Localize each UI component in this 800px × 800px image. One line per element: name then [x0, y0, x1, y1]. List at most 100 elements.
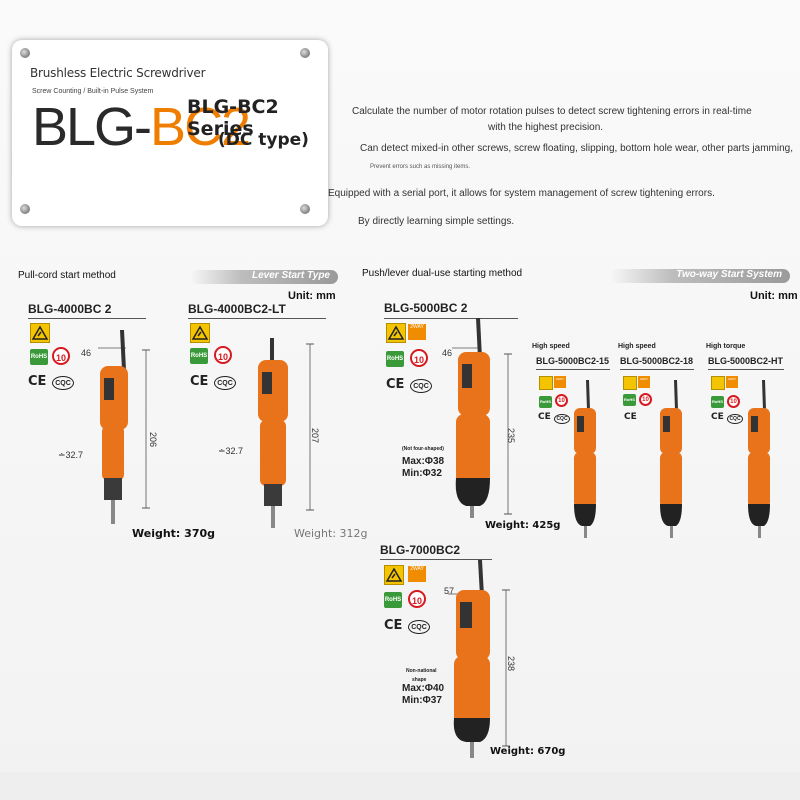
screwdriver-7000-drawing	[448, 560, 510, 758]
speed-label-15: High speed	[532, 343, 570, 350]
left-unit: Unit: mm	[288, 290, 336, 302]
ten-year-icon: 10	[408, 590, 426, 608]
two-way-icon: 2WAY	[408, 324, 426, 340]
rohs-icon: RoHS	[190, 348, 208, 364]
ce-mark-icon: CE	[386, 377, 405, 392]
spec-max-7000: Max:Φ40	[402, 683, 445, 694]
two-way-icon: 2WAY	[726, 376, 738, 388]
weight-4000lt: Weight: 312g	[294, 527, 368, 540]
screw-icon	[300, 48, 310, 58]
weight-4000: Weight: 370g	[132, 527, 215, 540]
width-dimension: 57	[444, 586, 455, 596]
cqc-mark-icon: CQC	[410, 379, 432, 393]
model-name-5000: BLG-5000BC 2	[384, 301, 468, 315]
left-section-band: Lever Start Type	[190, 270, 338, 284]
ce-mark-icon: CE	[190, 374, 209, 389]
ten-year-icon: 10	[410, 349, 428, 367]
spec-note-7000-1: Non-national	[406, 668, 437, 674]
desc-line-5: Equipped with a serial port, it allows f…	[328, 188, 715, 199]
model-underline	[384, 318, 518, 319]
model-underline	[28, 318, 146, 319]
ten-year-icon: 10	[555, 394, 568, 407]
esd-icon	[623, 376, 637, 390]
ce-mark-icon: CE	[624, 412, 637, 422]
esd-icon	[386, 323, 406, 343]
cqc-mark-icon: CQC	[408, 620, 430, 634]
right-section-label: Push/lever dual-use starting method	[362, 268, 523, 279]
width-dimension: 46	[442, 348, 453, 358]
card-subtitle: Brushless Electric Screwdriver	[30, 66, 206, 80]
rohs-icon: RoHS	[711, 396, 724, 408]
left-section-label: Pull-cord start method	[18, 270, 116, 281]
height-dimension: 235	[506, 428, 516, 444]
right-section-band: Two-way Start System	[610, 269, 790, 283]
left-band-label: Lever Start Type	[252, 270, 330, 281]
width-dimension: 46	[81, 348, 92, 358]
esd-icon	[539, 376, 553, 390]
right-band-label: Two-way Start System	[676, 269, 782, 280]
ten-year-icon: 10	[639, 393, 652, 406]
bottom-band	[0, 772, 800, 800]
ce-mark-icon: CE	[384, 618, 403, 633]
product-logo: BLG-BC2	[32, 96, 251, 158]
spec-max-5000: Max:Φ38	[402, 456, 445, 467]
ten-year-icon: 10	[52, 347, 70, 365]
spec-note-7000-2: shape	[412, 677, 427, 683]
speed-label-ht: High torque	[706, 343, 746, 350]
screwdriver-4000-drawing	[98, 330, 150, 524]
rohs-icon: RoHS	[30, 349, 48, 365]
screw-icon	[20, 48, 30, 58]
header-card: Brushless Electric Screwdriver Screw Cou…	[12, 40, 328, 226]
ten-year-icon: 10	[214, 346, 232, 364]
dc-type: (DC type)	[218, 130, 309, 150]
screwdriver-5000-drawing	[452, 318, 512, 518]
logo-main: BLG-	[32, 97, 152, 157]
desc-line-1: Calculate the number of motor rotation p…	[352, 106, 752, 117]
esd-icon	[190, 323, 210, 343]
model-name-4000: BLG-4000BC 2	[28, 302, 112, 316]
screwdriver-5000-18-drawing	[660, 380, 682, 538]
spec-min-5000: Min:Φ32	[402, 468, 442, 479]
model-name-4000lt: BLG-4000BC2-LT	[188, 302, 286, 316]
esd-icon	[30, 323, 50, 343]
height-dimension: 206	[148, 432, 158, 448]
model-name-5000-ht: BLG-5000BC2-HT	[708, 356, 784, 366]
model-name-7000: BLG-7000BC2	[380, 543, 461, 557]
ce-mark-icon: CE	[538, 412, 551, 422]
model-underline	[708, 369, 784, 370]
height-dimension: 207	[310, 428, 320, 444]
screwdriver-5000-15-drawing	[574, 380, 596, 538]
weight-5000: Weight: 425g	[485, 520, 561, 531]
spec-min-7000: Min:Φ37	[402, 695, 442, 706]
model-name-5000-18: BLG-5000BC2-18	[620, 356, 694, 366]
logo-accent: BC2	[150, 97, 251, 157]
esd-icon	[711, 376, 725, 390]
model-underline	[380, 559, 492, 560]
card-features: Screw Counting / Built-in Pulse System	[32, 88, 154, 95]
screwdriver-4000lt-drawing	[258, 338, 314, 528]
right-unit: Unit: mm	[750, 290, 798, 302]
weight-7000: Weight: 670g	[490, 746, 566, 757]
cqc-mark-icon: CQC	[214, 376, 236, 390]
two-way-icon: 2WAY	[638, 376, 650, 388]
model-name-5000-15: BLG-5000BC2-15	[536, 356, 610, 366]
esd-icon	[384, 565, 404, 585]
speed-label-18: High speed	[618, 343, 656, 350]
model-underline	[536, 369, 610, 370]
diameter-dimension: ∸32.7	[58, 450, 84, 460]
ten-year-icon: 10	[727, 395, 740, 408]
desc-line-6: By directly learning simple settings.	[358, 216, 515, 227]
model-underline	[188, 318, 326, 319]
ce-mark-icon: CE	[711, 412, 724, 422]
desc-line-4: Prevent errors such as missing items.	[370, 164, 471, 170]
model-underline	[620, 369, 694, 370]
screwdriver-5000-ht-drawing	[748, 380, 770, 538]
diameter-dimension: ∸32.7	[218, 446, 244, 456]
screw-icon	[20, 204, 30, 214]
cqc-mark-icon: CQC	[727, 414, 743, 424]
series-title: BLG-BC2 Series	[187, 96, 279, 140]
ce-mark-icon: CE	[28, 374, 47, 389]
desc-line-2: with the highest precision.	[488, 122, 604, 133]
height-dimension: 238	[506, 656, 516, 672]
two-way-icon: 2WAY	[554, 376, 566, 388]
